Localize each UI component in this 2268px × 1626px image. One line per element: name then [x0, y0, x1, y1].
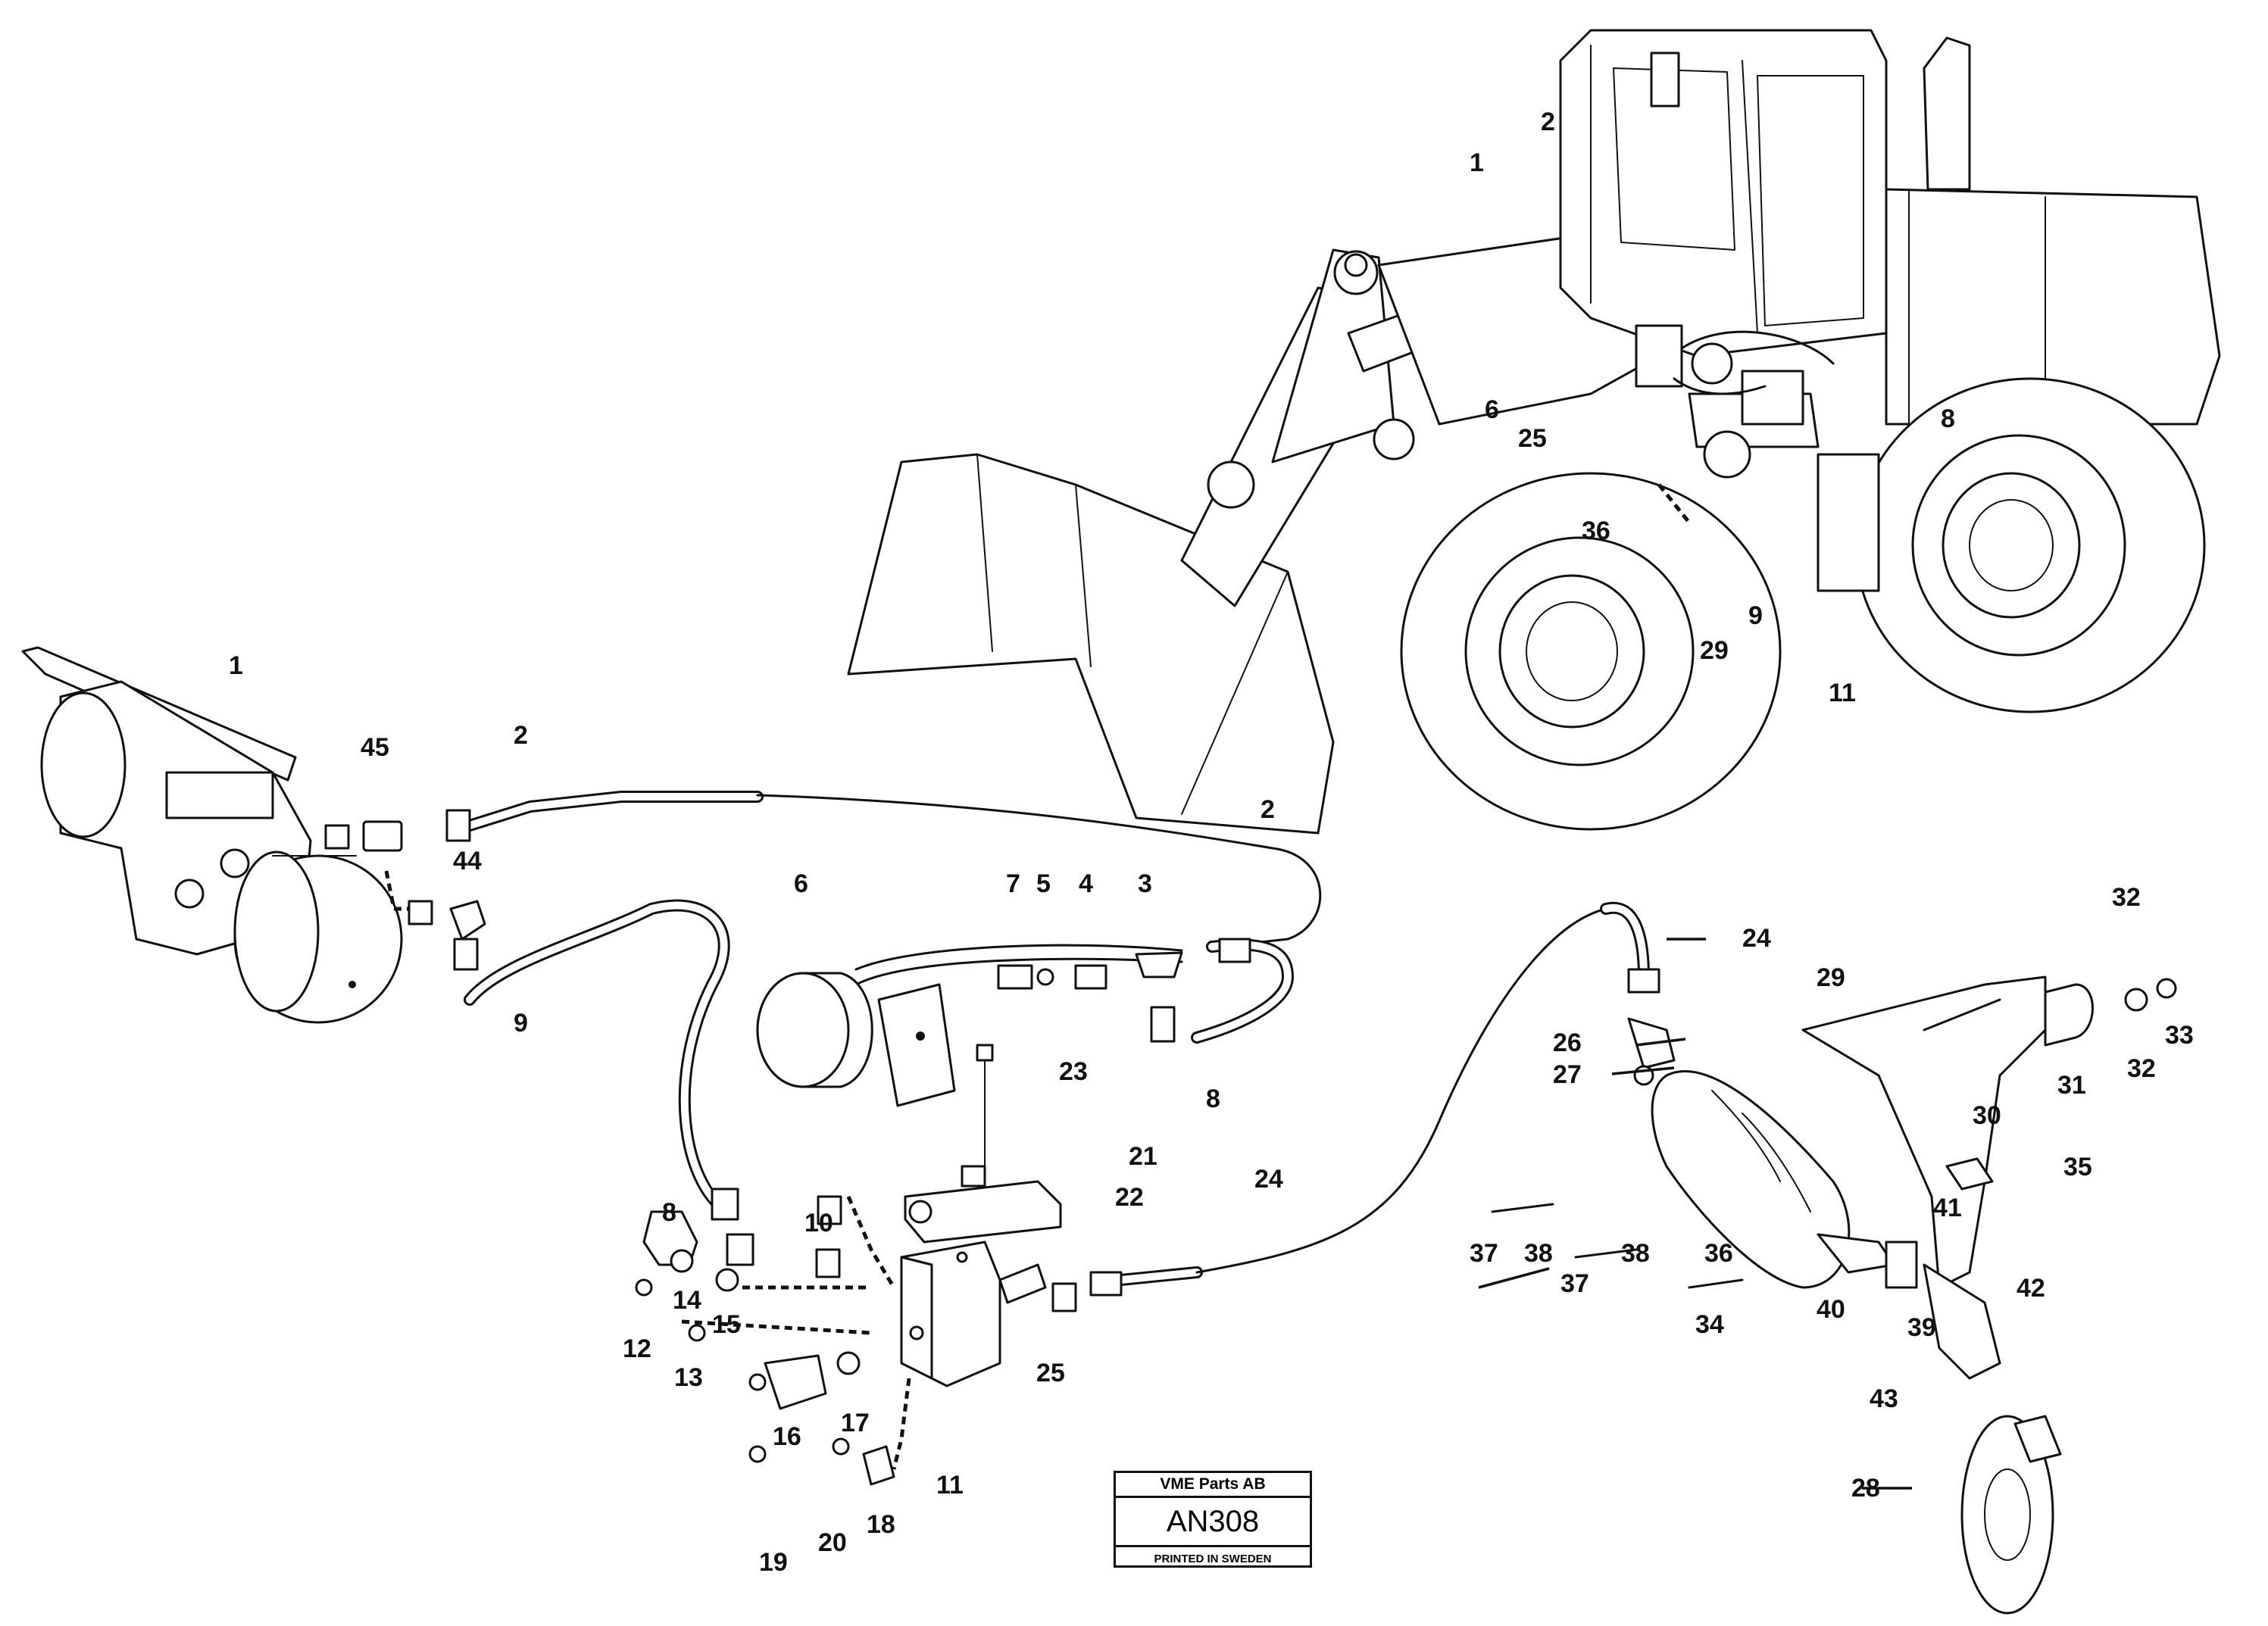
- label-36: 36: [1704, 1239, 1733, 1268]
- label-40: 40: [1817, 1295, 1845, 1324]
- label-39: 39: [1907, 1313, 1936, 1342]
- accumulator-6: [756, 972, 956, 1107]
- label-17: 17: [841, 1409, 870, 1437]
- label-29: 29: [1817, 963, 1845, 992]
- label-4: 4: [1079, 869, 1093, 898]
- label-7: 7: [1006, 869, 1020, 898]
- pressure-switches: [635, 1210, 895, 1486]
- mounting-bracket: [877, 983, 956, 1107]
- label-22: 22: [1115, 1183, 1144, 1212]
- label-33: 33: [2165, 1021, 2194, 1050]
- label-2-right: 2: [1261, 795, 1275, 824]
- label-37-right: 37: [1560, 1269, 1589, 1298]
- cab: [1559, 29, 1888, 357]
- label-38-left: 38: [1524, 1239, 1553, 1268]
- label-inset-9: 9: [1748, 601, 1763, 630]
- label-6: 6: [794, 869, 808, 898]
- label-30: 30: [1973, 1101, 2001, 1130]
- label-38-right: 38: [1621, 1239, 1650, 1268]
- label-1: 1: [229, 651, 243, 680]
- label-2-left: 2: [514, 721, 528, 750]
- label-37-left: 37: [1470, 1239, 1498, 1268]
- label-9: 9: [514, 1009, 528, 1038]
- solenoid-valve: [904, 1180, 1062, 1244]
- leader-lines: [1478, 938, 1912, 1490]
- callout-labels: 1 2 6 8 25 36 29 9 11 1 45 2 2 44 9 6 7 …: [229, 108, 2194, 1577]
- stamp-company: VME Parts AB: [1116, 1473, 1310, 1498]
- label-31: 31: [2057, 1071, 2086, 1100]
- label-inset-11: 11: [1829, 679, 1856, 707]
- label-19: 19: [759, 1548, 788, 1577]
- exhaust-pipe: [1923, 36, 1971, 191]
- label-inset-1: 1: [1470, 148, 1484, 177]
- title-stamp: VME Parts AB AN308 PRINTED IN SWEDEN: [1114, 1471, 1312, 1568]
- label-35: 35: [2063, 1153, 2092, 1181]
- label-43: 43: [1870, 1384, 1898, 1413]
- label-3: 3: [1138, 869, 1152, 898]
- label-41: 41: [1933, 1194, 1962, 1222]
- label-20: 20: [818, 1528, 847, 1557]
- label-inset-29: 29: [1700, 636, 1729, 665]
- tilt-link: [1271, 248, 1395, 463]
- hose-lines: [384, 791, 1650, 1470]
- label-12: 12: [623, 1334, 651, 1363]
- label-inset-36: 36: [1582, 517, 1610, 545]
- label-21: 21: [1129, 1142, 1157, 1171]
- label-inset-25: 25: [1518, 424, 1547, 453]
- fittings: [324, 809, 1676, 1312]
- label-28: 28: [1851, 1474, 1880, 1503]
- label-14: 14: [673, 1286, 701, 1315]
- label-27: 27: [1553, 1060, 1582, 1089]
- wheel-loader-illustration: [847, 29, 2221, 835]
- label-44: 44: [453, 847, 482, 875]
- label-11: 11: [936, 1471, 964, 1500]
- stamp-printed: PRINTED IN SWEDEN: [1154, 1552, 1272, 1565]
- brake-disc: [1960, 1415, 2062, 1615]
- label-26: 26: [1553, 1028, 1582, 1057]
- label-inset-6: 6: [1485, 395, 1499, 424]
- label-8-left: 8: [662, 1198, 676, 1227]
- label-18: 18: [867, 1510, 895, 1539]
- label-32-top: 32: [2112, 883, 2141, 912]
- valve-block: [900, 1044, 1062, 1387]
- label-45: 45: [361, 733, 389, 762]
- label-23: 23: [1059, 1057, 1088, 1086]
- label-13: 13: [674, 1363, 703, 1392]
- label-16: 16: [773, 1422, 801, 1451]
- label-5: 5: [1036, 869, 1051, 898]
- stamp-code: AN308: [1116, 1498, 1310, 1547]
- label-42: 42: [2017, 1274, 2045, 1303]
- label-32-bottom: 32: [2127, 1054, 2156, 1083]
- label-34: 34: [1695, 1310, 1724, 1339]
- label-25: 25: [1036, 1359, 1065, 1387]
- rear-body: [1885, 188, 2221, 426]
- brake-valve-assembly: [21, 646, 403, 1024]
- label-8-right: 8: [1206, 1085, 1220, 1113]
- label-15: 15: [712, 1310, 741, 1339]
- label-inset-2: 2: [1541, 108, 1555, 136]
- label-inset-8: 8: [1941, 404, 1955, 433]
- label-10: 10: [804, 1209, 833, 1237]
- brake-cylinder: [1651, 1070, 1851, 1289]
- label-24-bottom: 24: [1254, 1165, 1283, 1194]
- brake-cylinder-assembly: [1491, 975, 2177, 1380]
- label-24-top: 24: [1742, 924, 1771, 953]
